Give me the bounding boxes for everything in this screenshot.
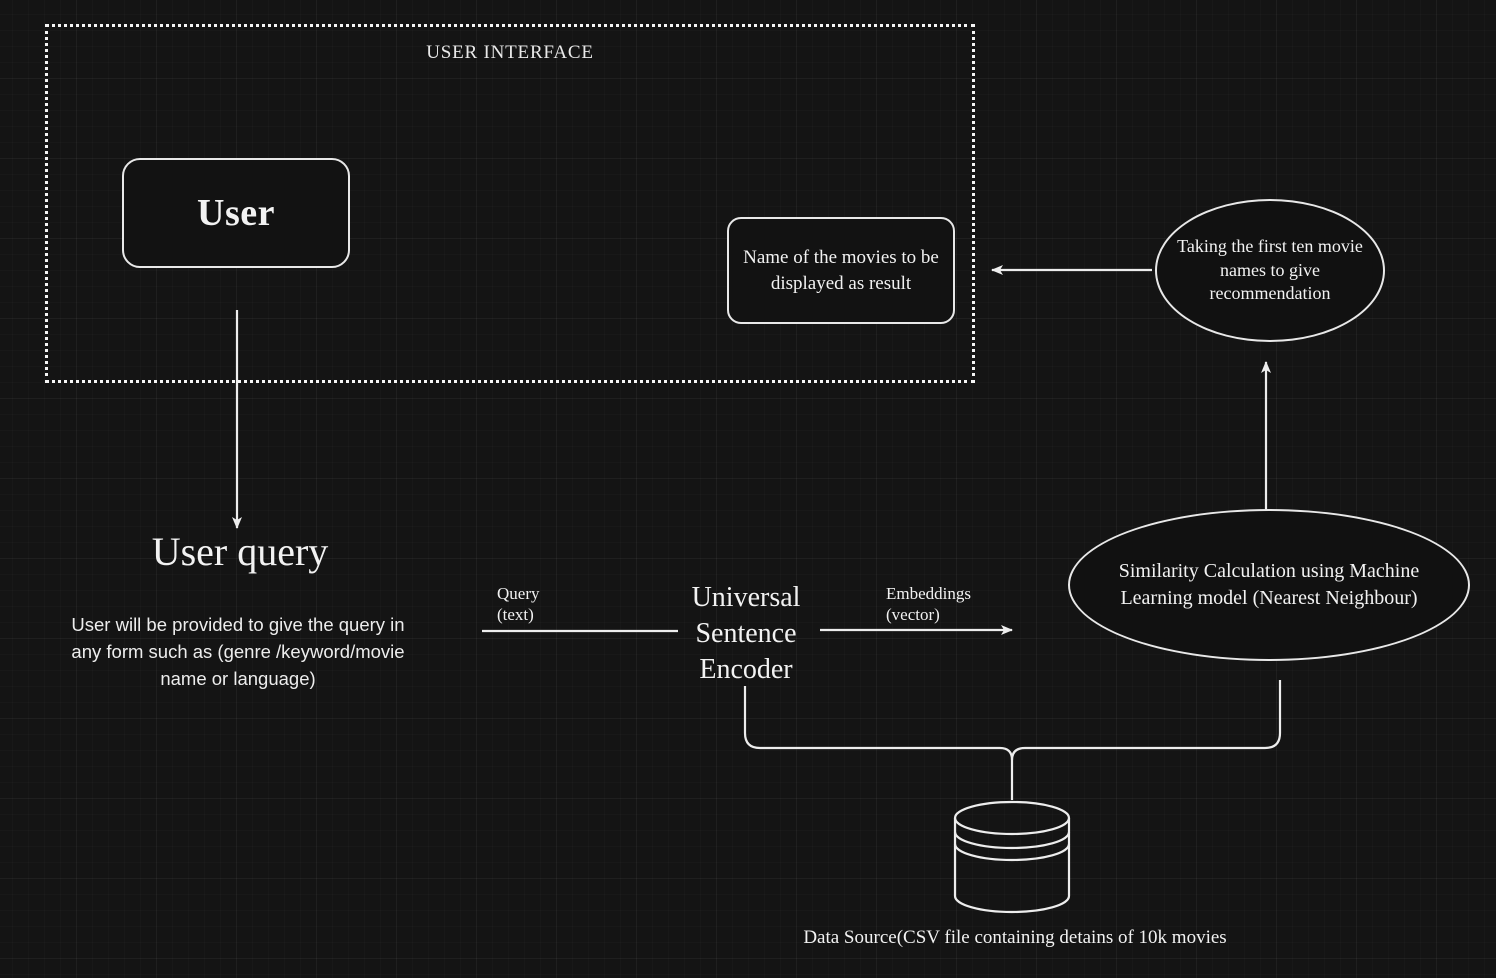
embeddings-edge-label-line1: Embeddings xyxy=(886,584,971,603)
embeddings-edge-label-line2: (vector) xyxy=(886,605,940,625)
recommendation-node[interactable]: Taking the first ten movie names to give… xyxy=(1155,199,1385,342)
user-interface-label: USER INTERFACE xyxy=(426,42,594,63)
user-node[interactable]: User xyxy=(122,158,350,268)
user-interface-boundary xyxy=(45,24,975,383)
database-cylinder xyxy=(953,800,1071,914)
user-query-heading: User query xyxy=(151,529,329,574)
universal-sentence-encoder-node[interactable]: Universal Sentence Encoder xyxy=(655,580,837,687)
user-query-description: User will be provided to give the query … xyxy=(71,614,405,689)
encoder-label-line1: Universal xyxy=(691,582,801,613)
encoder-label-line3: Encoder xyxy=(699,653,793,685)
similarity-node[interactable]: Similarity Calculation using Machine Lea… xyxy=(1068,509,1470,661)
encoder-label-line2: Sentence xyxy=(695,617,797,649)
database-caption: Data Source(CSV file containing detains … xyxy=(803,927,1227,948)
query-edge-label-line1: Query xyxy=(497,584,540,603)
embeddings-edge-label: Embeddings (vector) xyxy=(886,583,971,626)
user-node-label: User xyxy=(197,192,275,234)
query-edge-label-line2: (text) xyxy=(497,605,534,625)
similarity-node-label: Similarity Calculation using Machine Lea… xyxy=(1118,560,1420,609)
edge-database-join xyxy=(743,680,1282,800)
result-node-label: Name of the movies to be displayed as re… xyxy=(743,246,939,294)
query-edge-label: Query (text) xyxy=(497,583,539,626)
recommendation-node-label: Taking the first ten movie names to give… xyxy=(1177,236,1363,304)
result-node[interactable]: Name of the movies to be displayed as re… xyxy=(727,217,955,324)
